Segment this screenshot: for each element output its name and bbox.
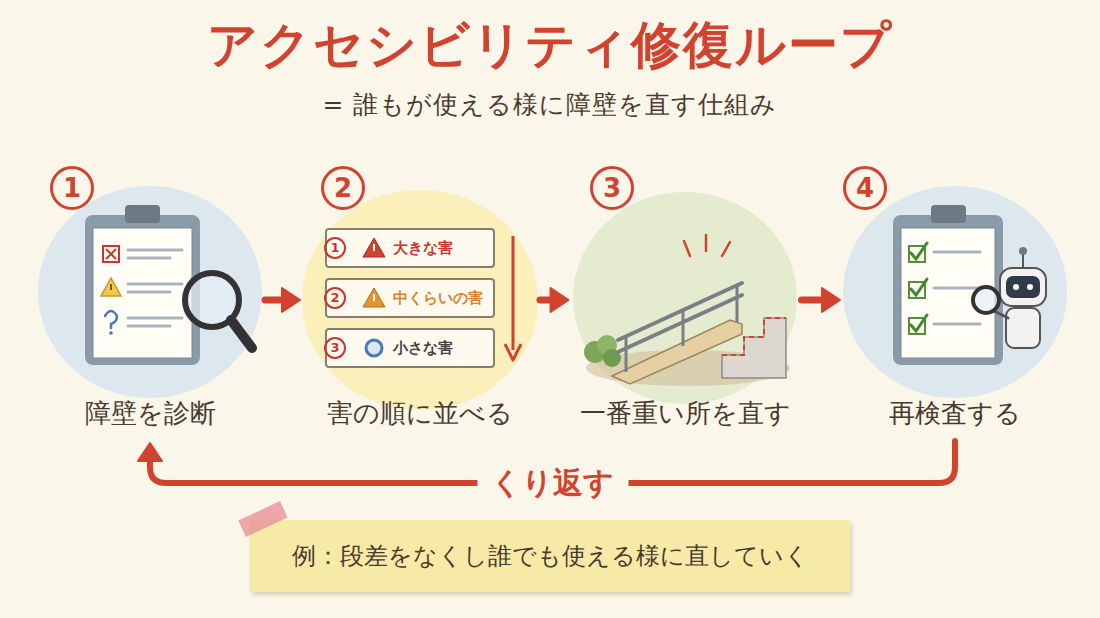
harm-icon <box>363 288 385 307</box>
clipboard-check <box>934 287 980 290</box>
clipboard-check <box>911 315 927 331</box>
process-step: 害の順に並べる 1 大きな害 2 中くらいの害 3 小さな害 <box>305 214 535 435</box>
clipboard-diagnose <box>85 215 200 365</box>
arrow-head <box>822 288 840 312</box>
step-number: 1 <box>50 166 94 210</box>
flow-arrow <box>540 288 569 312</box>
priority-arrow <box>505 344 521 360</box>
robot-figure <box>1006 276 1040 298</box>
priority-row: 1 大きな害 <box>325 228 495 268</box>
callout-number: 4 <box>856 175 874 201</box>
clipboard-check <box>911 243 927 259</box>
harm-icon <box>363 238 385 356</box>
clipboard-diagnose <box>128 284 182 292</box>
node-label: 小さな害 <box>393 339 453 358</box>
clipboard-diagnose <box>93 228 192 358</box>
arrow-head <box>551 288 569 312</box>
node-label: 一番重い所を直す <box>580 396 791 431</box>
flow-arrow <box>802 288 841 312</box>
list-row <box>325 228 495 368</box>
callout-number: 1 <box>63 175 81 201</box>
priority-row: 2 中くらいの害 <box>325 278 495 318</box>
clipboard-check <box>934 323 980 326</box>
ramp-scene <box>584 235 790 386</box>
clipboard-diagnose <box>110 284 112 290</box>
callout-number: 3 <box>324 337 346 359</box>
harm-icon <box>373 244 375 251</box>
node-label: 大きな害 <box>393 239 453 258</box>
process-step: 一番重い所を直す <box>574 214 797 435</box>
clipboard-check <box>893 215 1003 365</box>
backdrop-blob <box>38 186 262 398</box>
robot-figure <box>1000 268 1046 306</box>
backdrop-blob <box>302 190 538 410</box>
clipboard-check <box>893 205 1003 365</box>
priority-arrow <box>512 236 515 350</box>
clipboard-diagnose <box>101 278 121 296</box>
list-row <box>325 328 495 368</box>
clipboard-diagnose <box>103 246 119 262</box>
robot-figure <box>1006 308 1040 348</box>
robot-figure <box>1013 284 1019 290</box>
magnifier-icon <box>231 320 252 348</box>
subtitle: = 誰もが使える様に障壁を直す仕組み <box>0 88 1100 121</box>
node-label: 害の順に並べる <box>327 396 513 431</box>
robot-figure <box>973 287 999 313</box>
callout-number: 1 <box>324 237 346 259</box>
process-step: 再検査する <box>845 214 1065 435</box>
ramp-scene <box>618 283 742 352</box>
step-number: 4 <box>843 166 887 210</box>
step-number: 3 <box>590 166 634 210</box>
list-row <box>325 228 495 268</box>
clipboard-diagnose <box>85 205 200 365</box>
clipboard-check <box>931 205 966 223</box>
flow-arrow <box>265 288 300 312</box>
robot-figure <box>973 247 1046 348</box>
backdrop-blob <box>843 186 1067 398</box>
node-label: 再検査する <box>889 396 1021 431</box>
ramp-scene <box>612 320 742 384</box>
callout-number: 2 <box>324 287 346 309</box>
magnifier-icon <box>185 273 252 348</box>
node-label: 例：段差をなくし誰でも使える様に直していく <box>292 540 809 572</box>
clipboard-check <box>911 279 927 295</box>
node-label: 障壁を診断 <box>85 396 216 431</box>
clipboard-diagnose <box>109 331 113 335</box>
ramp-scene <box>684 235 730 256</box>
callout-number: 2 <box>334 175 352 201</box>
harm-icon <box>363 238 385 257</box>
example-note: 例：段差をなくし誰でも使える様に直していく <box>250 520 850 592</box>
harm-icon <box>366 340 382 356</box>
harm-icon <box>373 294 375 301</box>
priority-row: 3 小さな害 <box>325 328 495 368</box>
diagram-title: アクセシビリティ修復ループ <box>0 12 1100 79</box>
node-label: 中くらいの害 <box>393 289 483 308</box>
arrow-head <box>282 288 300 312</box>
step-number: 2 <box>321 166 365 210</box>
process-step: 障壁を診断 <box>40 214 260 435</box>
priority-arrow <box>505 236 521 360</box>
backdrop-blob <box>38 186 1067 410</box>
list-row <box>325 278 495 318</box>
callout-number: 3 <box>603 175 621 201</box>
edge-label: くり返す <box>477 463 628 504</box>
clipboard-check <box>934 251 980 254</box>
backdrop-blob <box>573 192 797 404</box>
clipboard-diagnose <box>105 311 117 328</box>
arrow-head <box>138 443 162 461</box>
clipboard-diagnose <box>128 250 182 258</box>
robot-figure <box>1022 254 1024 268</box>
clipboard-diagnose <box>128 318 182 326</box>
robot-figure <box>1027 284 1033 290</box>
robot-figure <box>1019 247 1027 255</box>
clipboard-diagnose <box>125 205 160 223</box>
clipboard-diagnose <box>106 249 116 259</box>
